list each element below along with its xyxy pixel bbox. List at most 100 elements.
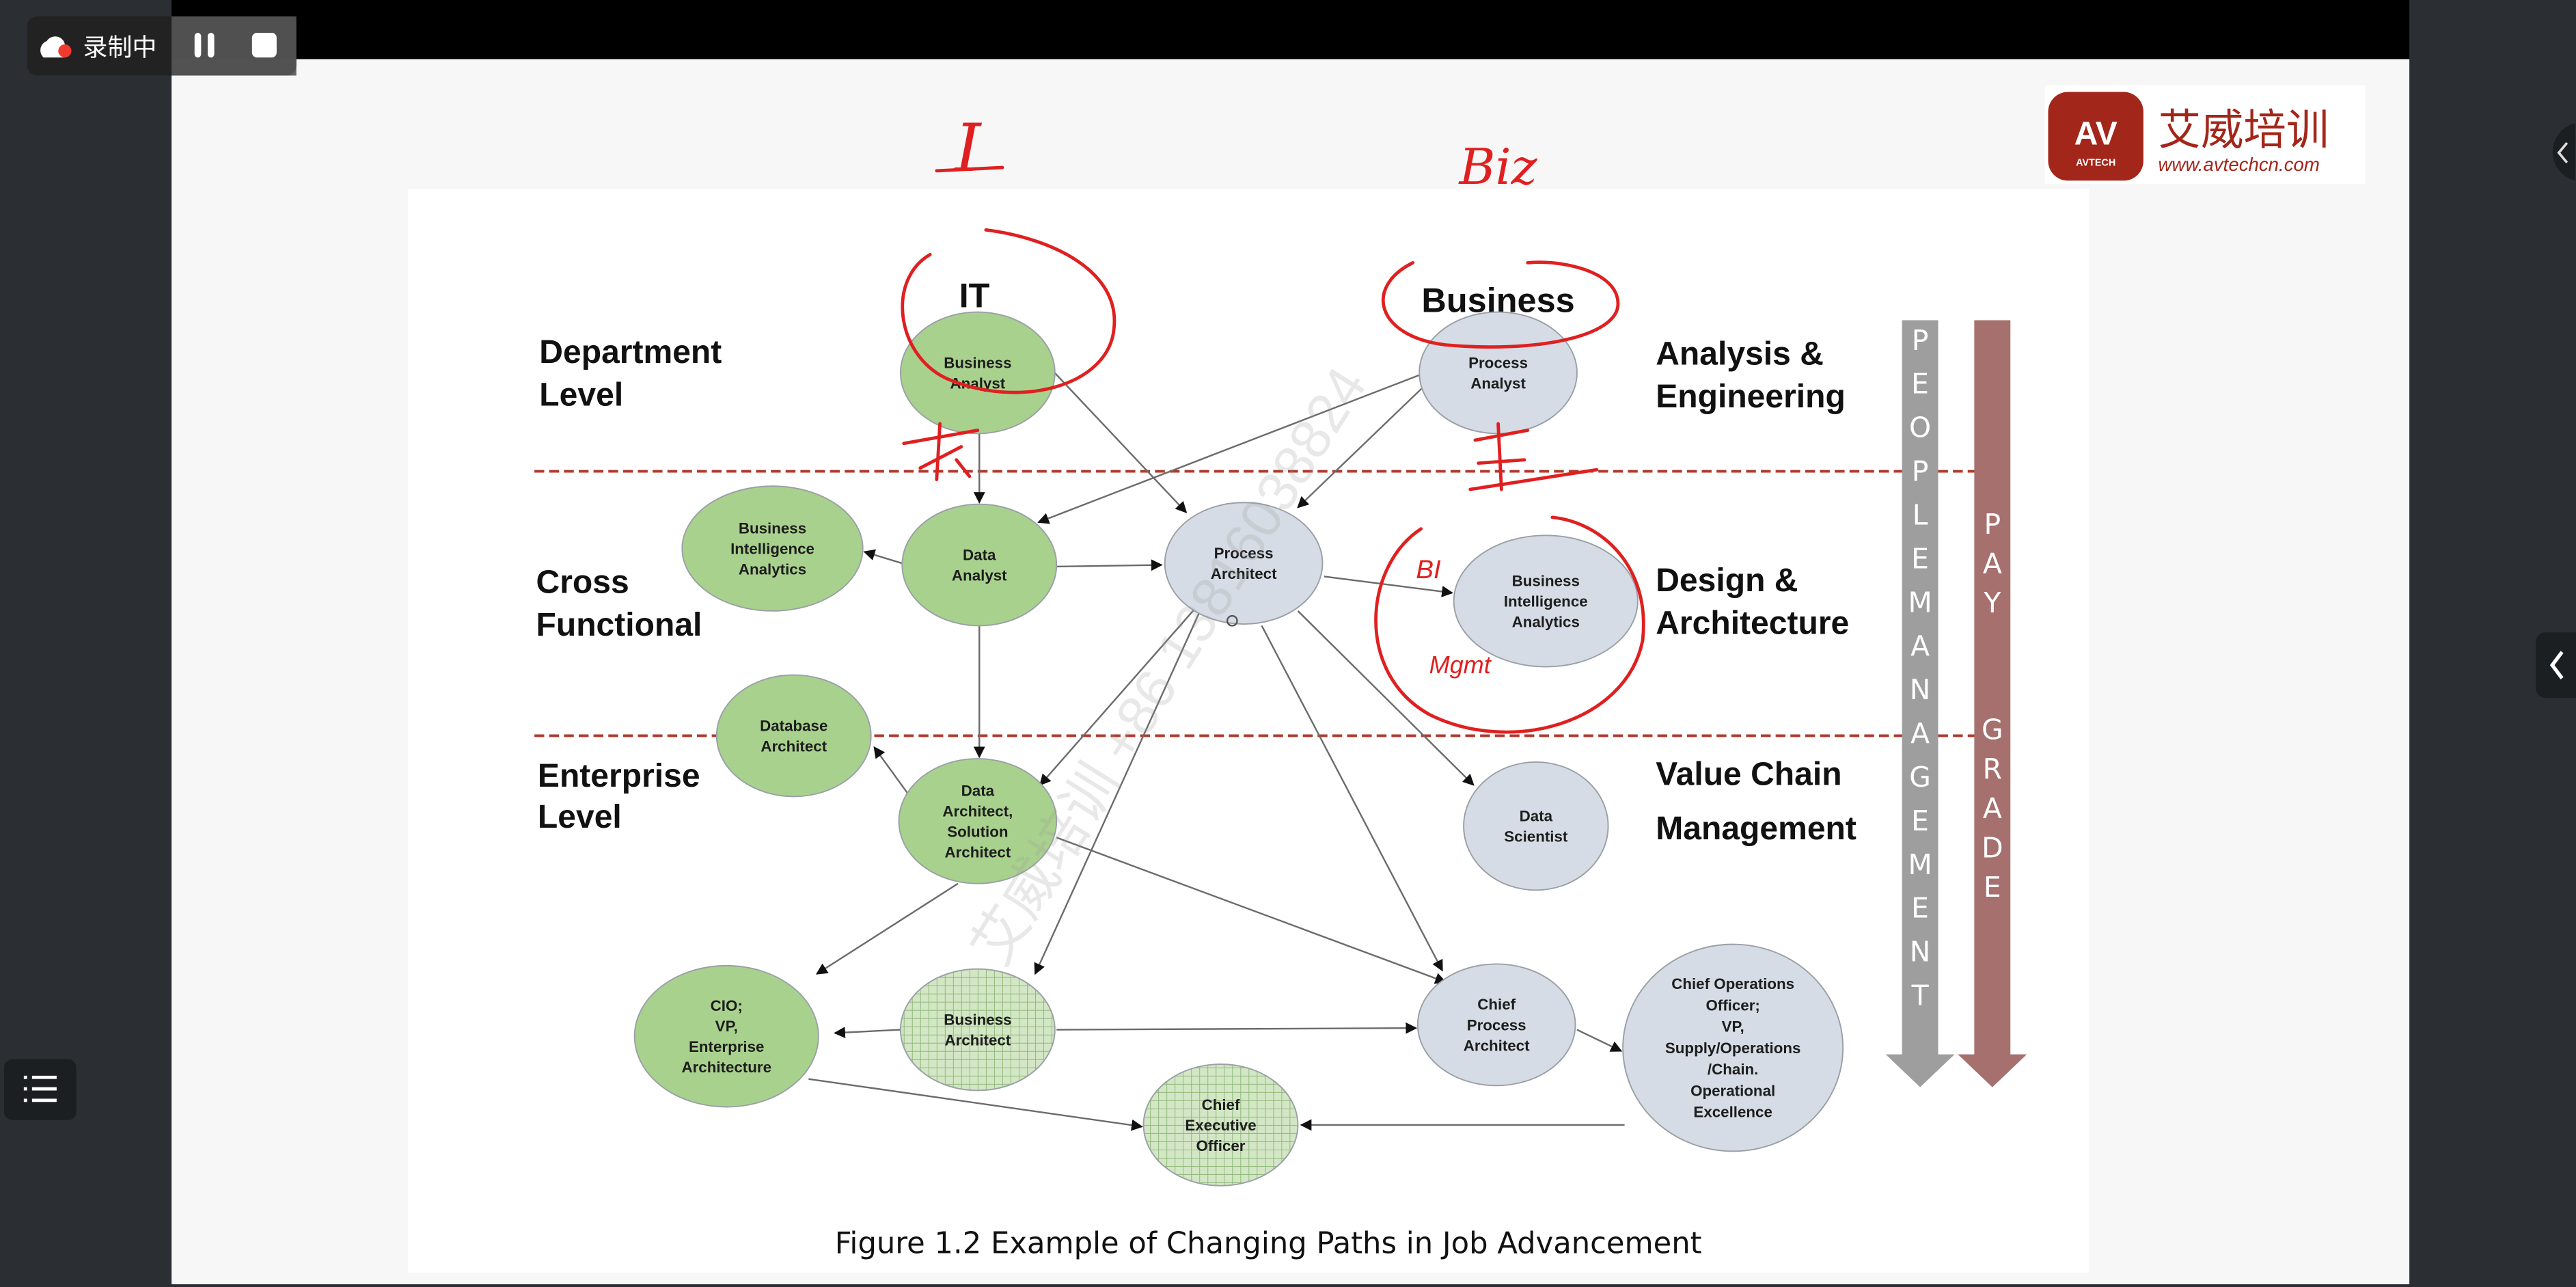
node-label: Enterprise [689,1038,764,1055]
level-label-left: Level [538,799,622,835]
annotation-it: I [953,110,982,187]
node-label: Data [961,782,995,799]
node-label: Data [1520,808,1553,825]
cloud-record-icon [40,36,72,58]
node-coo: Chief OperationsOfficer;VP,Supply/Operat… [1622,943,1844,1152]
recording-status: 录制中 [83,33,156,62]
recording-toolbar: 录制中 [27,16,297,76]
top-black-bar [172,0,2410,59]
level-label-left: Enterprise [538,758,700,794]
node-label: Intelligence [1504,593,1588,610]
node-label: Scientist [1504,828,1568,845]
list-icon [23,1075,57,1102]
logo-brand-text: 艾威培训 [2158,106,2329,154]
edge-arrow [1576,1029,1623,1052]
pause-icon[interactable] [194,33,202,58]
node-label: CIO; [711,997,743,1014]
logo-mark: AV [2074,116,2118,152]
edge-arrow [1297,610,1475,786]
node-label: Business [1512,572,1580,589]
level-label-left: Functional [536,607,702,643]
annotation-biz: Biz [1458,138,1538,195]
column-it: IT [959,275,990,314]
avtech-logo: AV AVTECH 艾威培训 www.avtechcn.com [2044,85,2366,185]
edge-arrow [1261,625,1443,972]
figure-caption: Figure 1.2 Example of Changing Paths in … [835,1226,1702,1260]
edge-arrow [808,1078,1143,1131]
node-label: Analytics [1512,613,1580,630]
stop-button[interactable] [251,33,277,58]
edge-arrow [1056,1022,1418,1034]
node-label: Chief [1477,996,1516,1013]
edge-arrow [1039,608,1195,786]
node-label: Chief [1202,1096,1240,1113]
node-label: Analyst [952,567,1007,584]
chevron-left-icon [2557,141,2568,164]
level-label-right: Management [1656,811,1856,847]
node-label: Officer [1196,1137,1246,1154]
level-label-right: Value Chain [1656,757,1841,793]
node-label: Process [1467,1016,1526,1033]
node-label: Analyst [1470,375,1526,392]
node-label: Architect [1211,565,1277,582]
level-label-right: Analysis & [1656,336,1824,372]
edge-arrow [1297,387,1423,509]
node-label: Data [963,546,996,563]
edge-arrow [1324,575,1453,597]
pause-button[interactable] [194,33,215,58]
pen-cursor [1226,614,1238,627]
edge-arrow [834,1027,901,1039]
chevron-left-icon [2549,651,2564,679]
node-label: VP, [715,1018,738,1035]
edge-arrow [1034,612,1201,975]
level-label-right: Design & [1656,563,1798,599]
annotation-mgmt: Mgmt [1429,651,1492,679]
expand-sidebar-button[interactable] [2536,632,2576,699]
node-label: Analytics [739,561,806,578]
node-label: Architecture [681,1059,771,1076]
node-label: Database [760,717,827,734]
level-label-left: Cross [536,564,629,600]
node-label: Officer; [1705,997,1759,1014]
edge-arrow [815,882,959,975]
node-label: VP, [1722,1018,1744,1035]
menu-list-button[interactable] [4,1059,77,1120]
edge-arrow [873,746,909,796]
node-label: Process [1468,354,1528,371]
edge-arrow [863,549,903,565]
logo-url: www.avtechcn.com [2158,154,2319,175]
collapse-panel-button[interactable] [2552,123,2575,181]
node-label: Process [1214,545,1274,562]
node-label: Architect [944,1032,1011,1049]
edge-arrow [1037,373,1422,524]
node-label: Excellence [1693,1104,1772,1121]
node-label: Operational [1690,1082,1775,1099]
node-label: /Chain. [1708,1061,1758,1078]
handwritten-annotations: I Biz BI Mgmt [901,110,1645,734]
node-label: Architect [1464,1037,1530,1054]
node-label: Solution [947,823,1008,840]
node-label: Supply/Operations [1665,1040,1801,1057]
node-label: Architect [944,843,1011,861]
level-label-right: Engineering [1656,379,1846,415]
node-label: Executive [1185,1117,1256,1134]
node-label: Business [944,354,1011,371]
node-label: Business [944,1011,1011,1028]
